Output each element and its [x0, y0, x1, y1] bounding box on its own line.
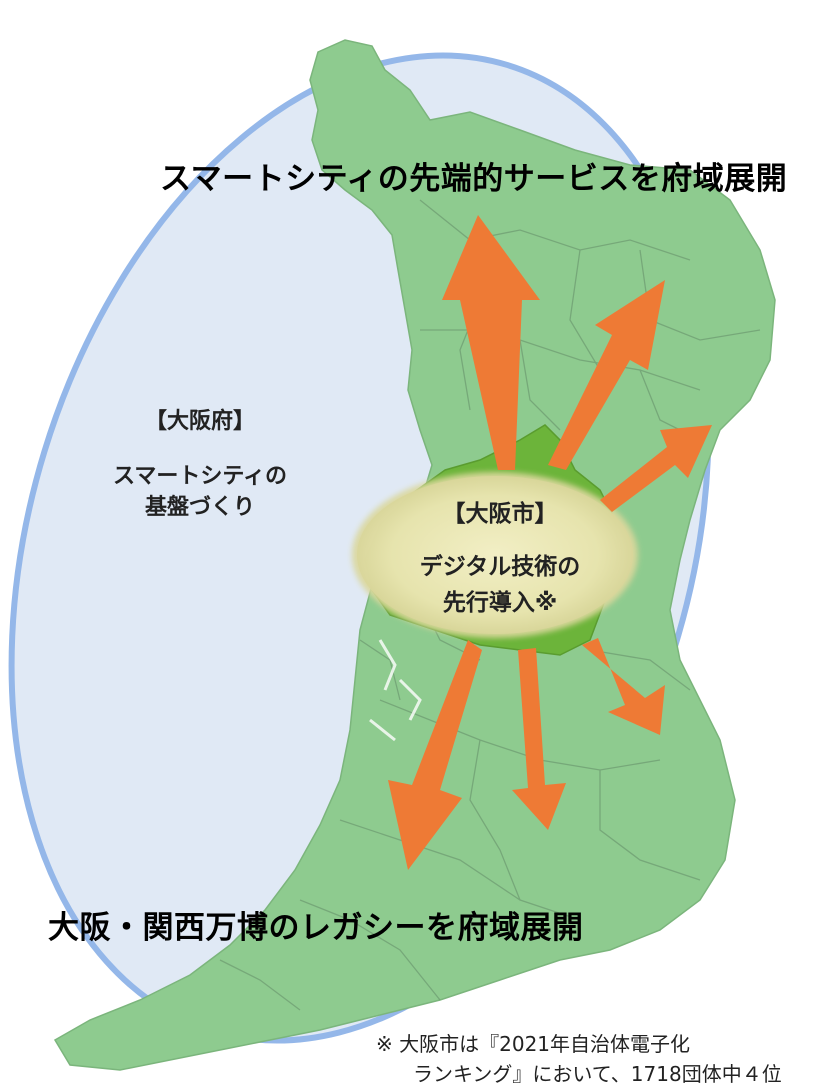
city-label: 【大阪市】 — [442, 501, 558, 527]
arrow-right — [600, 425, 712, 512]
arrow-down-middle — [512, 648, 566, 830]
port-details — [369, 639, 422, 742]
footnote-line1: ※ 大阪市は『2021年自治体電子化 — [376, 1032, 691, 1056]
prefecture-desc-line1: スマートシティの — [112, 464, 288, 489]
arrow-up-right — [548, 280, 665, 470]
prefecture-desc-line2: 基盤づくり — [144, 495, 255, 520]
municipal-boundaries — [219, 199, 761, 1011]
arrow-down-left — [388, 640, 482, 870]
heading-bottom: 大阪・関西万博のレガシーを府域展開 — [48, 910, 584, 946]
heading-top: スマートシティの先端的サービスを府域展開 — [160, 161, 788, 197]
expansion-arrows — [388, 215, 712, 870]
prefecture-label: 【大阪府】 — [144, 409, 255, 434]
arrow-up — [442, 215, 540, 470]
city-desc-line2: 先行導入※ — [442, 590, 558, 616]
footnote-line2: ランキング』において、1718団体中４位 — [413, 1062, 782, 1086]
city-desc-line1: デジタル技術の — [419, 554, 581, 580]
arrow-down-right — [582, 638, 665, 735]
